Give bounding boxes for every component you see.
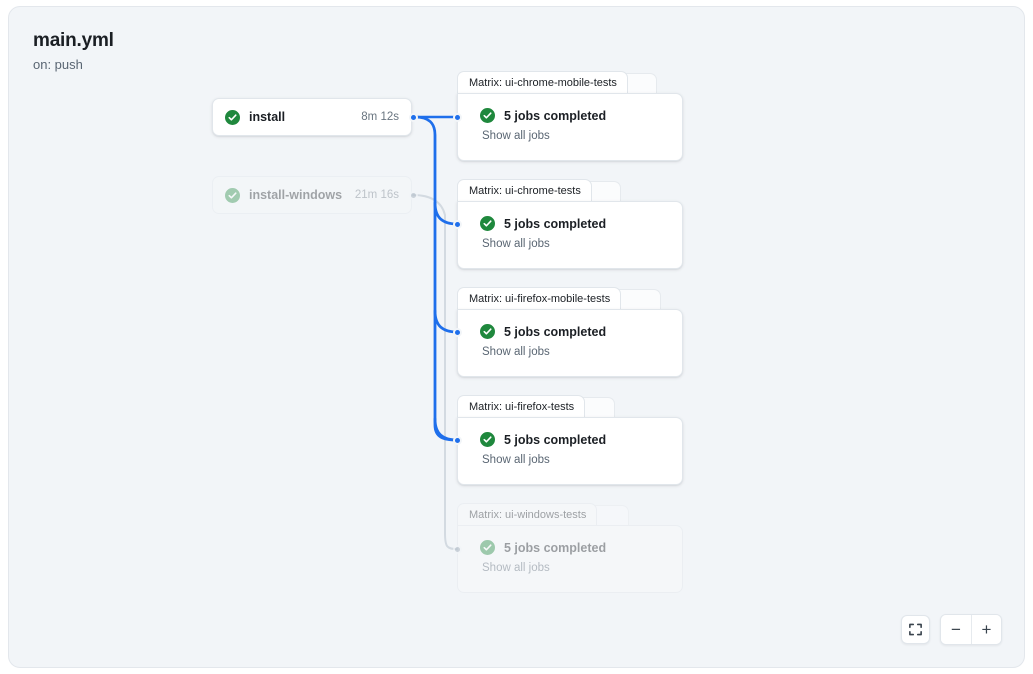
matrix-node-ui-chrome-mobile-tests[interactable]: Matrix: ui-chrome-mobile-tests 5 jobs co… bbox=[457, 71, 683, 161]
zoom-controls[interactable]: − + bbox=[901, 614, 1002, 645]
matrix-tab-label[interactable]: Matrix: ui-chrome-mobile-tests bbox=[457, 71, 628, 93]
edge-install-trunk bbox=[413, 115, 459, 442]
zoom-out-button[interactable]: − bbox=[941, 615, 971, 644]
job-name-label: install-windows bbox=[249, 188, 343, 202]
matrix-summary: 5 jobs completed bbox=[480, 432, 668, 447]
plus-icon: + bbox=[981, 620, 992, 639]
show-all-jobs-link[interactable]: Show all jobs bbox=[482, 130, 550, 142]
workflow-trigger: on: push bbox=[33, 57, 83, 72]
matrix-tab-label[interactable]: Matrix: ui-firefox-mobile-tests bbox=[457, 287, 622, 309]
matrix-summary: 5 jobs completed bbox=[480, 216, 668, 231]
matrix-tab-label[interactable]: Matrix: ui-firefox-tests bbox=[457, 395, 586, 417]
matrix-summary-label: 5 jobs completed bbox=[504, 324, 607, 339]
port-ui-firefox-tests-input[interactable] bbox=[453, 436, 462, 445]
zoom-in-out-group[interactable]: − + bbox=[940, 614, 1002, 645]
matrix-summary-label: 5 jobs completed bbox=[504, 432, 607, 447]
success-check-icon bbox=[480, 432, 495, 447]
port-install-output[interactable] bbox=[409, 113, 418, 122]
job-duration-label: 21m 16s bbox=[354, 189, 399, 201]
success-check-icon bbox=[480, 108, 495, 123]
matrix-summary: 5 jobs completed bbox=[480, 540, 668, 555]
matrix-node-ui-firefox-tests[interactable]: Matrix: ui-firefox-tests 5 jobs complete… bbox=[457, 395, 683, 485]
matrix-node-ui-firefox-mobile-tests[interactable]: Matrix: ui-firefox-mobile-tests 5 jobs c… bbox=[457, 287, 683, 377]
zoom-in-button[interactable]: + bbox=[971, 615, 1001, 644]
edge-install-windows-to-ui-windows-tests bbox=[412, 194, 458, 550]
matrix-summary: 5 jobs completed bbox=[480, 324, 668, 339]
success-check-icon bbox=[480, 540, 495, 555]
port-install-windows-output[interactable] bbox=[409, 191, 418, 200]
matrix-summary-label: 5 jobs completed bbox=[504, 540, 607, 555]
matrix-tab-strip: Matrix: ui-chrome-tests bbox=[457, 179, 683, 201]
matrix-body: 5 jobs completed Show all jobs bbox=[457, 417, 683, 485]
port-ui-windows-tests-input[interactable] bbox=[453, 545, 462, 554]
fit-to-screen-button[interactable] bbox=[901, 615, 930, 644]
matrix-tab-strip: Matrix: ui-chrome-mobile-tests bbox=[457, 71, 683, 93]
matrix-tab-label[interactable]: Matrix: ui-chrome-tests bbox=[457, 179, 592, 201]
matrix-node-ui-windows-tests[interactable]: Matrix: ui-windows-tests 5 jobs complete… bbox=[457, 503, 683, 593]
job-node-install[interactable]: install 8m 12s bbox=[212, 98, 412, 136]
minus-icon: − bbox=[951, 620, 961, 639]
matrix-tab-ghost bbox=[577, 505, 629, 525]
fit-to-screen-icon bbox=[909, 623, 922, 636]
matrix-summary-label: 5 jobs completed bbox=[504, 108, 607, 123]
success-check-icon bbox=[225, 109, 240, 125]
job-node-install-windows[interactable]: install-windows 21m 16s bbox=[212, 176, 412, 214]
matrix-tab-strip: Matrix: ui-windows-tests bbox=[457, 503, 683, 525]
show-all-jobs-link[interactable]: Show all jobs bbox=[482, 562, 550, 574]
show-all-jobs-link[interactable]: Show all jobs bbox=[482, 454, 550, 466]
success-check-icon bbox=[480, 324, 495, 339]
job-name-label: install bbox=[249, 110, 286, 124]
matrix-node-ui-chrome-tests[interactable]: Matrix: ui-chrome-tests 5 jobs completed… bbox=[457, 179, 683, 269]
port-ui-chrome-mobile-tests-input[interactable] bbox=[453, 113, 462, 122]
matrix-summary-label: 5 jobs completed bbox=[504, 216, 607, 231]
matrix-body: 5 jobs completed Show all jobs bbox=[457, 525, 683, 593]
success-check-icon bbox=[480, 216, 495, 231]
port-ui-firefox-mobile-tests-input[interactable] bbox=[453, 328, 462, 337]
show-all-jobs-link[interactable]: Show all jobs bbox=[482, 238, 550, 250]
job-duration-label: 8m 12s bbox=[361, 111, 399, 123]
success-check-icon bbox=[225, 187, 240, 203]
matrix-body: 5 jobs completed Show all jobs bbox=[457, 309, 683, 377]
port-ui-chrome-tests-input[interactable] bbox=[453, 220, 462, 229]
matrix-tab-strip: Matrix: ui-firefox-tests bbox=[457, 395, 683, 417]
show-all-jobs-link[interactable]: Show all jobs bbox=[482, 346, 550, 358]
matrix-body: 5 jobs completed Show all jobs bbox=[457, 93, 683, 161]
graph-plane[interactable]: install 8m 12s install-windows 21m 16s M… bbox=[9, 7, 1024, 667]
page-title: main.yml bbox=[33, 30, 114, 51]
matrix-tab-label[interactable]: Matrix: ui-windows-tests bbox=[457, 503, 598, 525]
workflow-graph-canvas[interactable]: main.yml on: push install 8m 12s bbox=[8, 6, 1025, 668]
workflow-header: main.yml on: push bbox=[33, 29, 114, 74]
matrix-tab-strip: Matrix: ui-firefox-mobile-tests bbox=[457, 287, 683, 309]
matrix-summary: 5 jobs completed bbox=[480, 108, 668, 123]
matrix-body: 5 jobs completed Show all jobs bbox=[457, 201, 683, 269]
